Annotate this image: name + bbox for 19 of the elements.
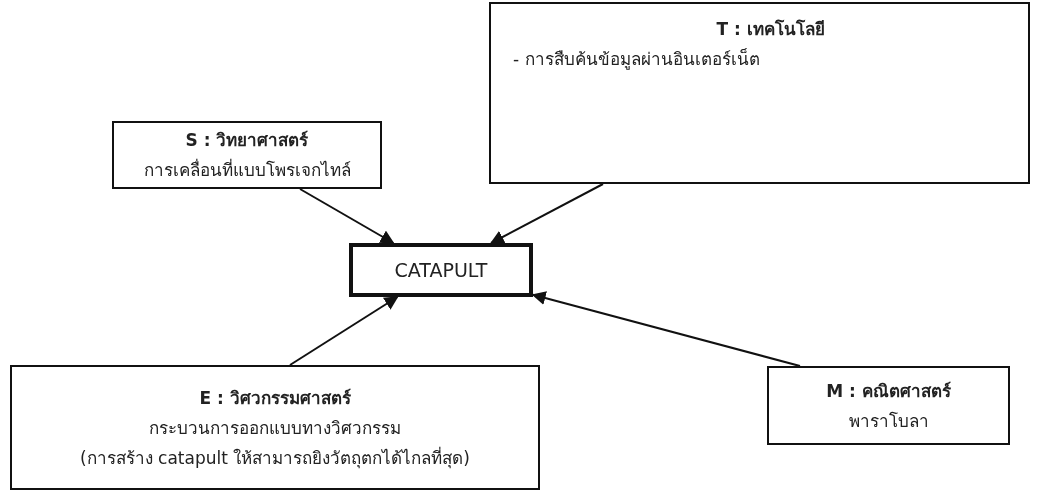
arrow [531,291,801,367]
box-heading: S : วิทยาศาสตร์ [185,129,309,152]
box-heading: E : วิศวกรรมศาสตร์ [199,386,351,410]
text-box [767,366,1010,445]
text-box [112,121,382,189]
box-text: - การสืบค้นข้อมูลผ่านอินเตอร์เน็ต [513,47,760,72]
text-box [10,365,540,490]
box-text: กระบวนการออกแบบทางวิศวกรรม [149,416,401,440]
text-box [489,2,1030,184]
box-text: พาราโบลา [848,409,929,433]
box-text: (การสร้าง catapult ให้สามารถยิงวัตถุตกได้ไกลที่สุด) [80,445,470,471]
box-text: การเคลื่อนที่แบบโพรเจกไทล์ [143,157,351,182]
box-text: CATAPULT [394,258,488,283]
text-box [349,243,533,297]
arrow [299,188,395,244]
arrow [289,296,399,366]
arrow [489,183,604,244]
box-heading: T : เทคโนโลยี [716,18,825,41]
box-heading: M : คณิตศาสตร์ [826,379,951,403]
